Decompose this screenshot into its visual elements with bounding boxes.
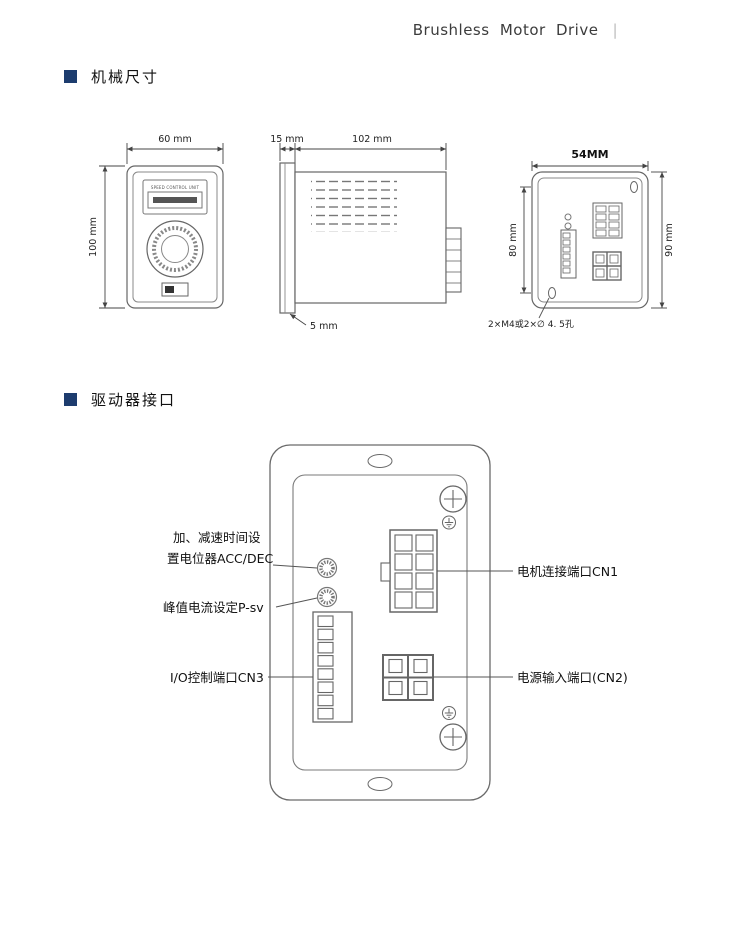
side-body-outline <box>279 162 447 314</box>
peak-current-potentiometer <box>316 586 338 608</box>
hole-note-leader <box>538 297 550 319</box>
front-width-label: 60 mm <box>158 134 192 145</box>
leader-peak-current <box>275 597 318 608</box>
header-divider: | <box>612 21 618 39</box>
mounting-flange <box>279 162 296 314</box>
rear-width-label: 54MM <box>571 148 608 161</box>
power-port-label: 电源输入端口(CN2) <box>517 670 628 685</box>
front-view-drawing: 60 mm 100 mm SPEED CONTROL UNIT <box>88 134 224 309</box>
section-title-interface: 驱动器接口 <box>91 391 177 409</box>
screw-bottom-icon <box>439 723 467 751</box>
motor-port-label: 电机连接端口CN1 <box>517 564 618 579</box>
power-switch <box>161 282 189 297</box>
cn1-pin-grid <box>394 534 434 609</box>
speed-knob <box>146 220 204 278</box>
mounting-hole-top <box>630 181 638 193</box>
side-view-drawing: 15 mm 102 mm 5 mm <box>270 134 462 332</box>
rear-mounting-holes <box>548 181 638 299</box>
front-display-label: SPEED CONTROL UNIT <box>151 185 200 190</box>
vent-slots <box>311 179 397 232</box>
section-heading-mechanical: 机械尺寸 <box>64 66 159 87</box>
accent-square-icon <box>64 393 77 406</box>
hole-note-label: 2×M4或2×∅ 4. 5孔 <box>488 318 574 330</box>
section-title-mechanical: 机械尺寸 <box>91 68 160 86</box>
interface-view-drawing: 加、减速时间设 置电位器ACC/DEC 峰值电流设定P-sv I/O控制端口CN… <box>163 444 628 801</box>
ground-symbol-bottom-icon <box>442 706 456 720</box>
acc-dec-label-line1: 加、减速时间设 <box>173 530 261 545</box>
cn2-power-connector <box>382 654 434 701</box>
callout-leader-lines <box>268 564 513 678</box>
section-marker-icon <box>64 393 77 406</box>
acc-dec-potentiometer <box>316 557 338 579</box>
cn3-terminal-strip <box>312 611 353 723</box>
leader-acc-dec <box>272 564 318 569</box>
rear-height-label: 90 mm <box>664 223 675 257</box>
rear-cn3-terminal <box>560 229 577 279</box>
cn1-motor-connector <box>380 529 438 613</box>
rear-plate <box>531 171 649 309</box>
cn2-pin-cells <box>388 658 428 696</box>
front-height-label: 100 mm <box>88 217 99 257</box>
rear-cn1-connector <box>592 202 623 239</box>
display-segment-bar <box>153 197 197 203</box>
side-flange-width-label: 15 mm <box>270 134 304 145</box>
rear-height-dimension <box>651 171 667 309</box>
side-body-length-label: 102 mm <box>352 134 392 145</box>
knob-knurl-texture <box>152 226 198 272</box>
peak-current-label: 峰值电流设定P-sv <box>163 600 264 615</box>
front-height-dimension <box>99 165 125 309</box>
io-port-label: I/O控制端口CN3 <box>170 670 264 685</box>
ground-symbol-top-icon <box>442 515 456 530</box>
accent-square-icon <box>64 70 77 83</box>
side-thickness-label: 5 mm <box>310 321 338 332</box>
rear-width-dimension <box>531 161 649 171</box>
front-display-module <box>142 179 208 215</box>
iface-mounting-slot-top <box>367 454 393 468</box>
cn1-latch-tab <box>380 562 391 582</box>
section-heading-interface: 驱动器接口 <box>64 389 176 410</box>
pot-knurl-texture <box>319 589 335 605</box>
rear-view-drawing: 54MM <box>488 148 675 330</box>
section-marker-icon <box>64 70 77 83</box>
switch-slider <box>165 286 174 293</box>
screw-top-icon <box>439 485 467 513</box>
pot-knurl-texture <box>319 560 335 576</box>
iface-mounting-slot-bottom <box>367 777 393 791</box>
side-thickness-callout <box>289 313 307 326</box>
rear-pots <box>564 213 572 230</box>
rear-hole-spacing-label: 80 mm <box>508 223 519 257</box>
acc-dec-label-line2: 置电位器ACC/DEC <box>167 551 274 566</box>
front-width-dimension <box>126 143 224 164</box>
cn3-terminal-cells <box>317 615 334 720</box>
side-dimensions <box>279 143 447 170</box>
iface-plate <box>269 444 491 801</box>
side-rear-connector <box>445 227 462 293</box>
rear-hole-spacing-dimension <box>520 186 531 294</box>
page-header: Brushless Motor Drive | <box>413 21 618 39</box>
header-title: Brushless Motor Drive <box>412 21 599 39</box>
rear-cn2-connector <box>592 251 622 281</box>
mounting-hole-bottom <box>548 287 556 299</box>
